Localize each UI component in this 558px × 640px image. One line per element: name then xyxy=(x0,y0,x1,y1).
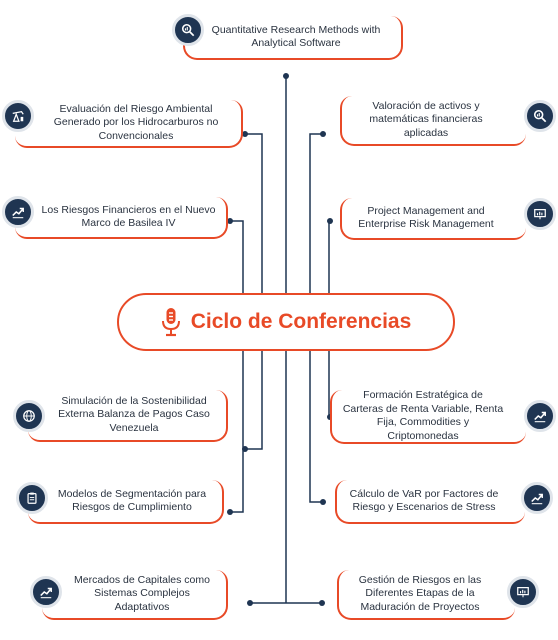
topic-label: Cálculo de VaR por Factores de Riesgo y … xyxy=(349,487,499,514)
topic-riesgos-financieros: Los Riesgos Financieros en el Nuevo Marc… xyxy=(15,197,228,239)
topic-label: Quantitative Research Methods with Analy… xyxy=(211,23,381,50)
presentation-icon xyxy=(524,198,556,230)
trend-chart-icon xyxy=(30,576,62,608)
oil-pump-icon xyxy=(2,100,34,132)
topic-calculo-var: Cálculo de VaR por Factores de Riesgo y … xyxy=(335,480,525,524)
topic-label: Mercados de Capitales como Sistemas Comp… xyxy=(74,573,210,613)
topic-sostenibilidad-externa: Simulación de la Sostenibilidad Externa … xyxy=(28,390,228,442)
topic-gestion-riesgos: Gestión de Riesgos en las Diferentes Eta… xyxy=(337,570,515,620)
central-title: Ciclo de Conferencias xyxy=(117,293,455,351)
presentation-icon xyxy=(507,576,539,608)
search-chart-icon xyxy=(524,100,556,132)
title-text: Ciclo de Conferencias xyxy=(190,310,412,333)
topic-formacion-carteras: Formación Estratégica de Carteras de Ren… xyxy=(330,389,526,444)
topic-modelos-segmentacion: Modelos de Segmentación para Riesgos de … xyxy=(28,480,224,524)
topic-mercados-capitales: Mercados de Capitales como Sistemas Comp… xyxy=(42,570,228,620)
topic-label: Formación Estratégica de Carteras de Ren… xyxy=(342,389,504,442)
topic-label: Gestión de Riesgos en las Diferentes Eta… xyxy=(358,573,482,613)
trend-chart-icon xyxy=(521,482,553,514)
topic-label: Los Riesgos Financieros en el Nuevo Marc… xyxy=(41,203,216,230)
trend-chart-icon xyxy=(2,196,34,228)
topic-label: Modelos de Segmentación para Riesgos de … xyxy=(57,487,207,514)
topic-label: Valoración de activos y matemáticas fina… xyxy=(369,99,483,139)
topic-label: Simulación de la Sostenibilidad Externa … xyxy=(58,394,210,434)
topic-label: Project Management and Enterprise Risk M… xyxy=(358,204,494,231)
topic-valoracion-activos: Valoración de activos y matemáticas fina… xyxy=(340,96,526,146)
topic-label: Evaluación del Riesgo Ambiental Generado… xyxy=(53,102,219,142)
globe-icon xyxy=(13,400,45,432)
topic-quantitative-research: Quantitative Research Methods with Analy… xyxy=(183,16,403,60)
clipboard-icon xyxy=(16,482,48,514)
search-chart-icon xyxy=(172,14,204,46)
trend-chart-icon xyxy=(524,400,556,432)
topic-project-management: Project Management and Enterprise Risk M… xyxy=(340,198,526,240)
topic-riesgo-ambiental: Evaluación del Riesgo Ambiental Generado… xyxy=(15,100,243,148)
microphone-icon xyxy=(161,308,180,337)
